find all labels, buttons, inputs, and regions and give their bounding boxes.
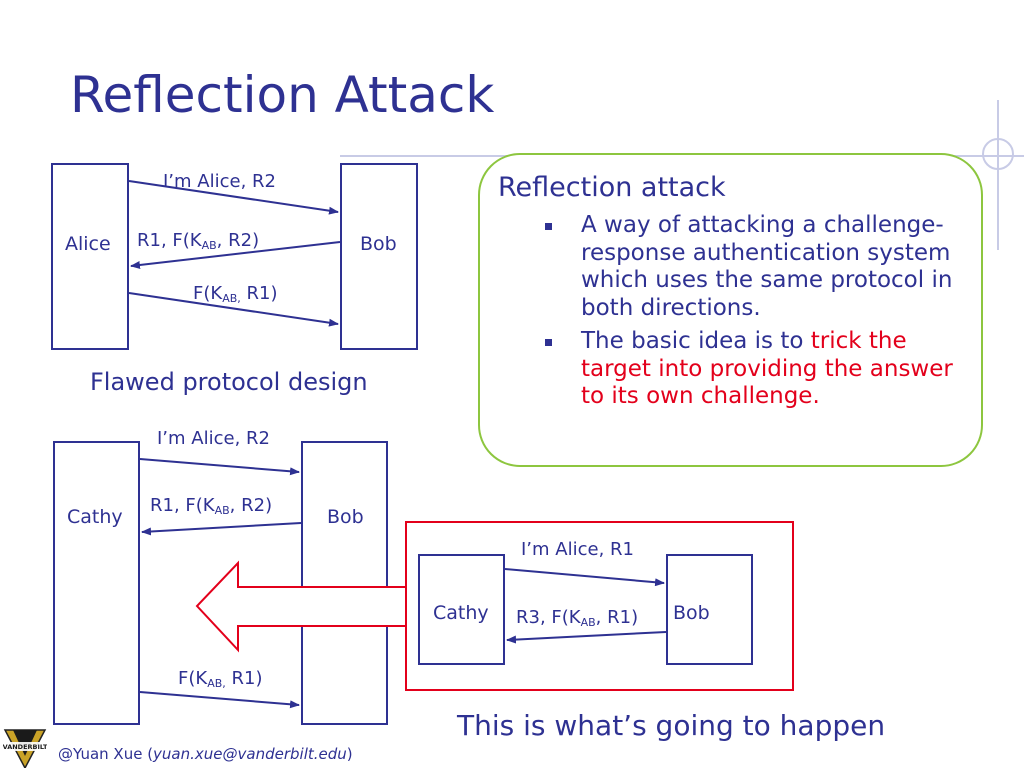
bottom-caption: This is what’s going to happen bbox=[457, 709, 886, 742]
callout-bullets: A way of attacking a challenge-response … bbox=[545, 212, 975, 417]
d3-msg2: R3, F(KAB, R1) bbox=[516, 607, 639, 629]
d3-cathy-label: Cathy bbox=[433, 602, 489, 624]
d1-alice-label: Alice bbox=[65, 233, 111, 255]
vanderbilt-logo-icon: VANDERBILT bbox=[3, 729, 47, 768]
diagram2-bob-box bbox=[301, 441, 388, 725]
d1-arrow-1 bbox=[128, 180, 339, 215]
d2-msg3: F(KAB, R1) bbox=[178, 668, 263, 690]
diagram1-bob-box bbox=[340, 163, 418, 350]
d2-arrow-2 bbox=[141, 522, 302, 536]
d1-msg1: I’m Alice, R2 bbox=[163, 171, 276, 192]
footer-credit: @Yuan Xue (yuan.xue@vanderbilt.edu) bbox=[58, 745, 353, 763]
d1-arrow-2 bbox=[130, 241, 341, 269]
callout-box bbox=[478, 153, 983, 467]
logo-text: VANDERBILT bbox=[3, 743, 47, 751]
footer-email: yuan.xue@vanderbilt.edu bbox=[153, 745, 347, 763]
d2-cathy-label: Cathy bbox=[67, 506, 123, 528]
decorative-rule-vertical bbox=[997, 100, 999, 250]
diagram3-bob-box bbox=[666, 554, 753, 665]
bullet-text: The basic idea is to bbox=[581, 328, 811, 354]
bullet-text: A way of attacking a challenge-response … bbox=[581, 212, 953, 321]
d3-arrow-1 bbox=[504, 568, 665, 587]
d1-caption: Flawed protocol design bbox=[90, 368, 368, 396]
callout-heading: Reflection attack bbox=[498, 172, 726, 203]
square-bullet-icon bbox=[545, 223, 552, 230]
d1-msg3: F(KAB, R1) bbox=[193, 283, 278, 305]
diagram3-cathy-box bbox=[418, 554, 505, 665]
bullet-item: The basic idea is to trick the target in… bbox=[545, 328, 975, 411]
d3-bob-label: Bob bbox=[673, 602, 710, 624]
d2-bob-label: Bob bbox=[327, 506, 364, 528]
square-bullet-icon bbox=[545, 339, 552, 346]
d1-arrow-3 bbox=[128, 292, 339, 327]
reflection-session-box bbox=[405, 521, 794, 691]
d2-arrow-3 bbox=[139, 691, 300, 709]
d2-arrow-1 bbox=[139, 458, 300, 476]
reflection-big-arrow bbox=[195, 560, 405, 653]
d3-arrow-2 bbox=[506, 631, 667, 644]
bullet-item: A way of attacking a challenge-response … bbox=[545, 212, 975, 322]
d3-msg1: I’m Alice, R1 bbox=[521, 539, 634, 560]
d1-bob-label: Bob bbox=[360, 233, 397, 255]
d2-msg1: I’m Alice, R2 bbox=[157, 428, 270, 449]
diagram2-cathy-box bbox=[53, 441, 140, 725]
d2-msg2: R1, F(KAB, R2) bbox=[150, 495, 273, 517]
d1-msg2: R1, F(KAB, R2) bbox=[137, 230, 260, 252]
slide-title: Reflection Attack bbox=[70, 66, 495, 124]
decorative-circle bbox=[982, 138, 1014, 170]
bullet-highlight: trick the target into providing the answ… bbox=[581, 328, 953, 409]
diagram1-alice-box bbox=[51, 163, 129, 350]
